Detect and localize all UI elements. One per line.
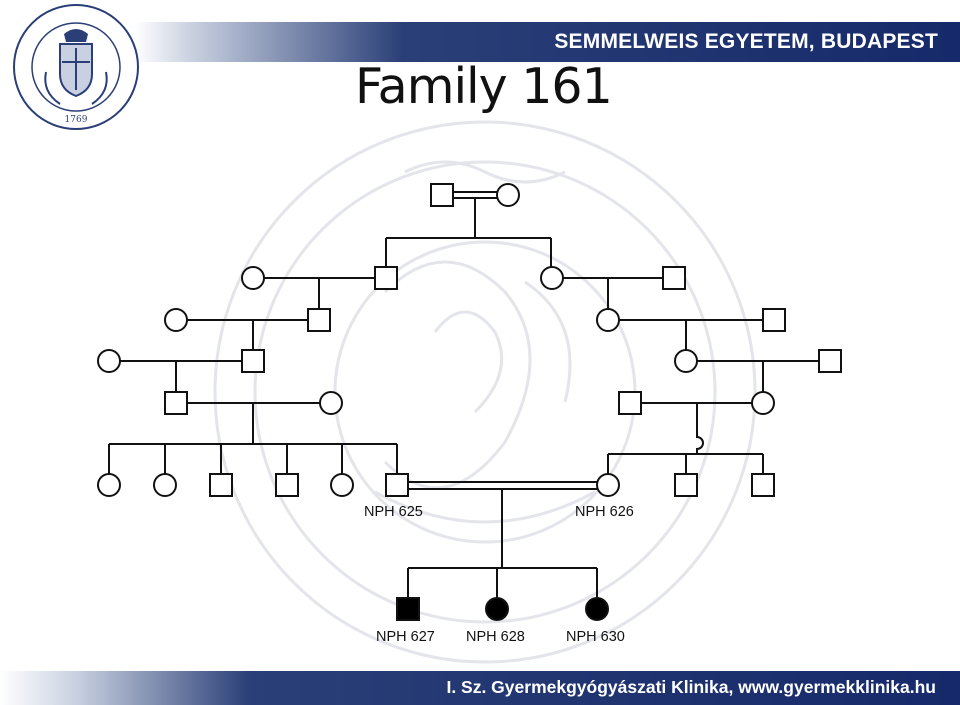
- male-symbol: [209, 473, 233, 497]
- female-symbol: [751, 391, 775, 415]
- male-symbol: [307, 308, 331, 332]
- affected-male-symbol-nph627: [396, 597, 420, 621]
- female-symbol: [164, 308, 188, 332]
- female-symbol: [674, 349, 698, 373]
- male-symbol: [374, 266, 398, 290]
- male-symbol: [751, 473, 775, 497]
- pedigree-symbols: [97, 183, 842, 621]
- male-symbol-nph625: [385, 473, 409, 497]
- label-nph630: NPH 630: [566, 629, 625, 645]
- female-symbol: [496, 183, 520, 207]
- female-symbol: [97, 349, 121, 373]
- male-symbol: [275, 473, 299, 497]
- male-symbol: [241, 349, 265, 373]
- footer-band: [0, 671, 960, 705]
- label-nph626: NPH 626: [575, 504, 634, 520]
- footer-text: I. Sz. Gyermekgyógyászati Klinika, www.g…: [446, 677, 936, 697]
- label-nph627: NPH 627: [376, 629, 435, 645]
- university-name: SEMMELWEIS EGYETEM, BUDAPEST: [554, 30, 938, 53]
- male-symbol: [164, 391, 188, 415]
- female-symbol: [319, 391, 343, 415]
- male-symbol: [618, 391, 642, 415]
- male-symbol: [818, 349, 842, 373]
- university-seal-logo: 1769: [13, 4, 139, 130]
- seal-year: 1769: [65, 115, 88, 125]
- label-nph628: NPH 628: [466, 629, 525, 645]
- female-symbol-nph626: [596, 473, 620, 497]
- female-symbol: [540, 266, 564, 290]
- female-symbol: [330, 473, 354, 497]
- header-band: [0, 22, 960, 62]
- label-nph625: NPH 625: [364, 504, 423, 520]
- affected-female-symbol-nph630: [585, 597, 609, 621]
- male-symbol: [674, 473, 698, 497]
- page-title: Family 161: [355, 58, 613, 115]
- female-symbol: [153, 473, 177, 497]
- affected-female-symbol-nph628: [485, 597, 509, 621]
- male-symbol: [662, 266, 686, 290]
- pedigree-lines: [108, 191, 819, 598]
- female-symbol: [97, 473, 121, 497]
- female-symbol: [596, 308, 620, 332]
- male-symbol: [762, 308, 786, 332]
- female-symbol: [241, 266, 265, 290]
- male-symbol: [430, 183, 454, 207]
